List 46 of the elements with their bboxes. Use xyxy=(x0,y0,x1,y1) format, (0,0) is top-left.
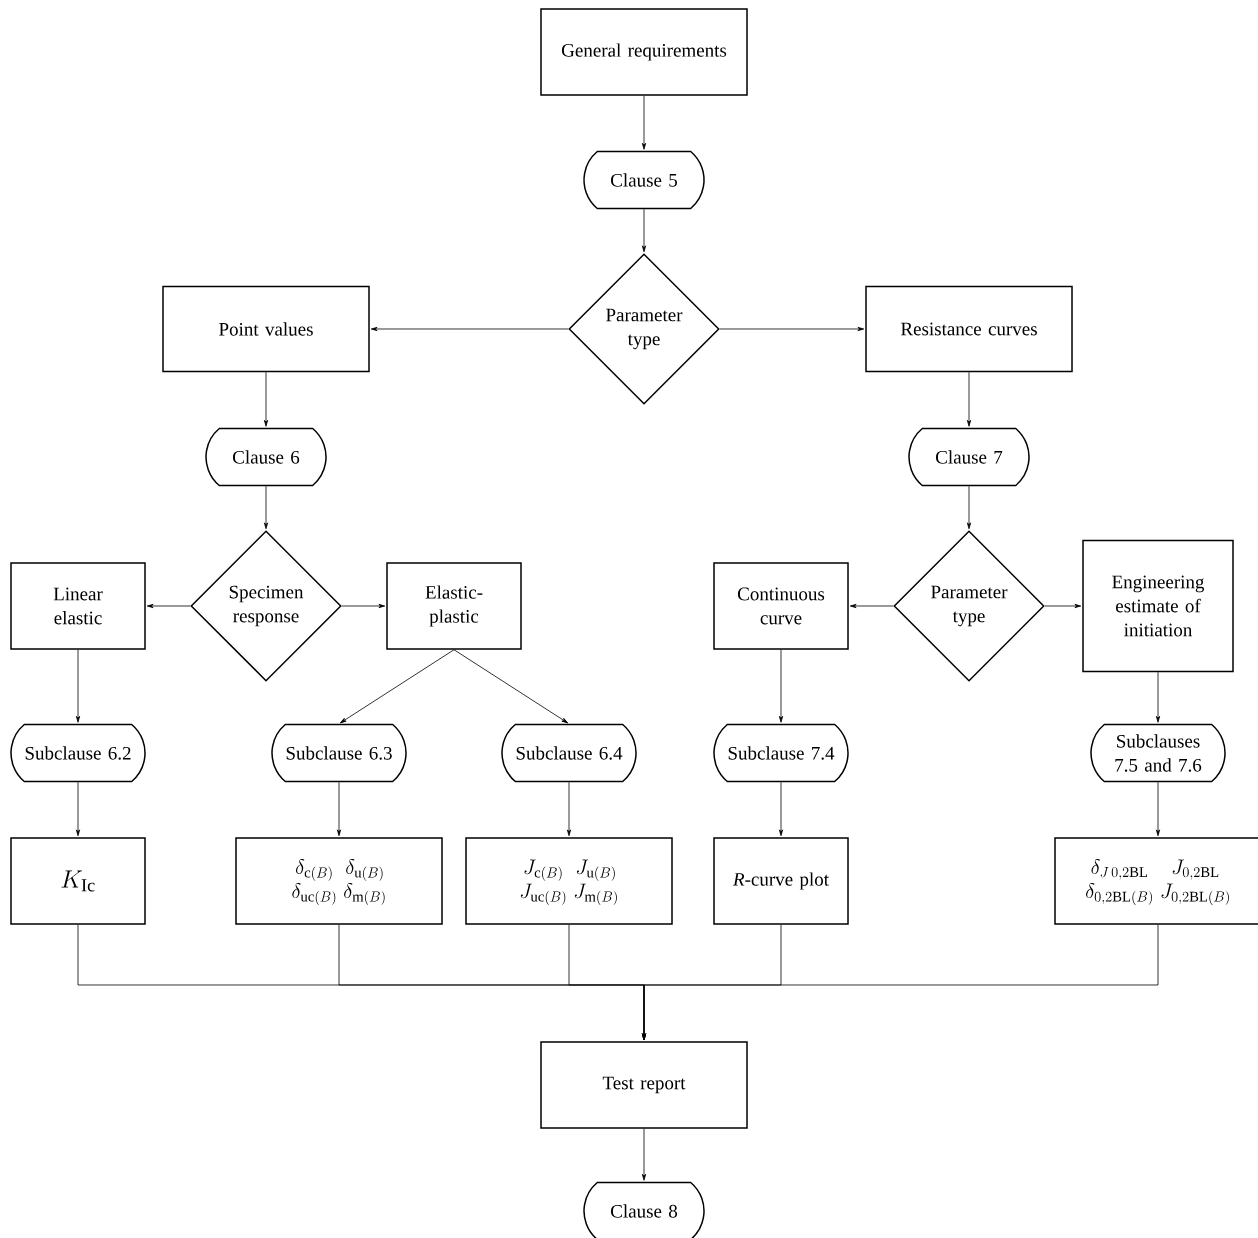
arrow xyxy=(341,603,386,609)
arrow xyxy=(641,95,647,150)
arrow xyxy=(966,485,972,530)
terminal-box: Clause 5 xyxy=(583,150,705,210)
terminal-box: Clause 7 xyxy=(908,427,1030,487)
arrow xyxy=(146,603,191,609)
process-box: Continuous curve xyxy=(713,562,849,650)
process-box: R-curve plot xyxy=(713,837,849,925)
arrow xyxy=(75,781,81,837)
terminal-box: Subclause 6.3 xyxy=(271,723,407,783)
arrow xyxy=(1155,671,1161,723)
formula-box: $\delta_{\mathrm{c}(B)}$ $\delta_{\mathrm{u}(B)}$ $\delta_{\mathrm{uc}(B)}$ $\delta_{\mathrm{m}(B)}$ xyxy=(235,837,443,925)
arrow xyxy=(719,326,865,332)
arrow xyxy=(966,371,972,427)
arrow xyxy=(263,371,269,427)
arrow xyxy=(849,603,894,609)
process-box: Elastic-plastic xyxy=(386,562,522,650)
process-box: Point values xyxy=(162,285,370,373)
process-box: Test report xyxy=(540,1041,748,1129)
arrow xyxy=(641,1128,647,1181)
arrow xyxy=(566,781,572,837)
formula-box: $K_{\mathrm{Ic}}$ xyxy=(10,837,146,925)
terminal-box: Subclauses 7.5 and 7.6 xyxy=(1090,723,1226,783)
terminal-box: Subclause 7.4 xyxy=(713,723,849,783)
arrow xyxy=(339,649,455,724)
process-box: Resistance curves xyxy=(865,285,1073,373)
formula-box: $\delta_{J\,0{,}2\mathrm{BL}}$ $J_{0{,}2\mathrm{BL}}$ $\delta_{0{,}2\mathrm{BL}(B)}$ $J_{0{,}2\mathrm{BL}(B)}$ xyxy=(1054,837,1258,925)
arrow xyxy=(453,649,569,724)
arrow xyxy=(641,208,647,253)
arrow xyxy=(1155,781,1161,837)
arrow xyxy=(75,649,81,723)
formula-box: $J_{\mathrm{c}(B)}$ $J_{\mathrm{u}(B)}$ $J_{\mathrm{uc}(B)}$ $J_{\mathrm{m}(B)}$ xyxy=(465,837,673,925)
process-box: Engineering estimate of initiation xyxy=(1082,539,1234,673)
arrow xyxy=(778,781,784,837)
terminal-box: Clause 8 xyxy=(583,1181,705,1238)
process-box: Linear elastic xyxy=(10,562,146,650)
arrow xyxy=(1044,603,1082,609)
arrow xyxy=(778,649,784,723)
terminal-box: Subclause 6.4 xyxy=(501,723,637,783)
arrow xyxy=(263,485,269,530)
process-box: General requirements xyxy=(540,8,748,96)
terminal-box: Subclause 6.2 xyxy=(10,723,146,783)
terminal-box: Clause 6 xyxy=(205,427,327,487)
arrow xyxy=(336,781,342,837)
arrow xyxy=(370,326,569,332)
arrow xyxy=(641,924,1159,1041)
